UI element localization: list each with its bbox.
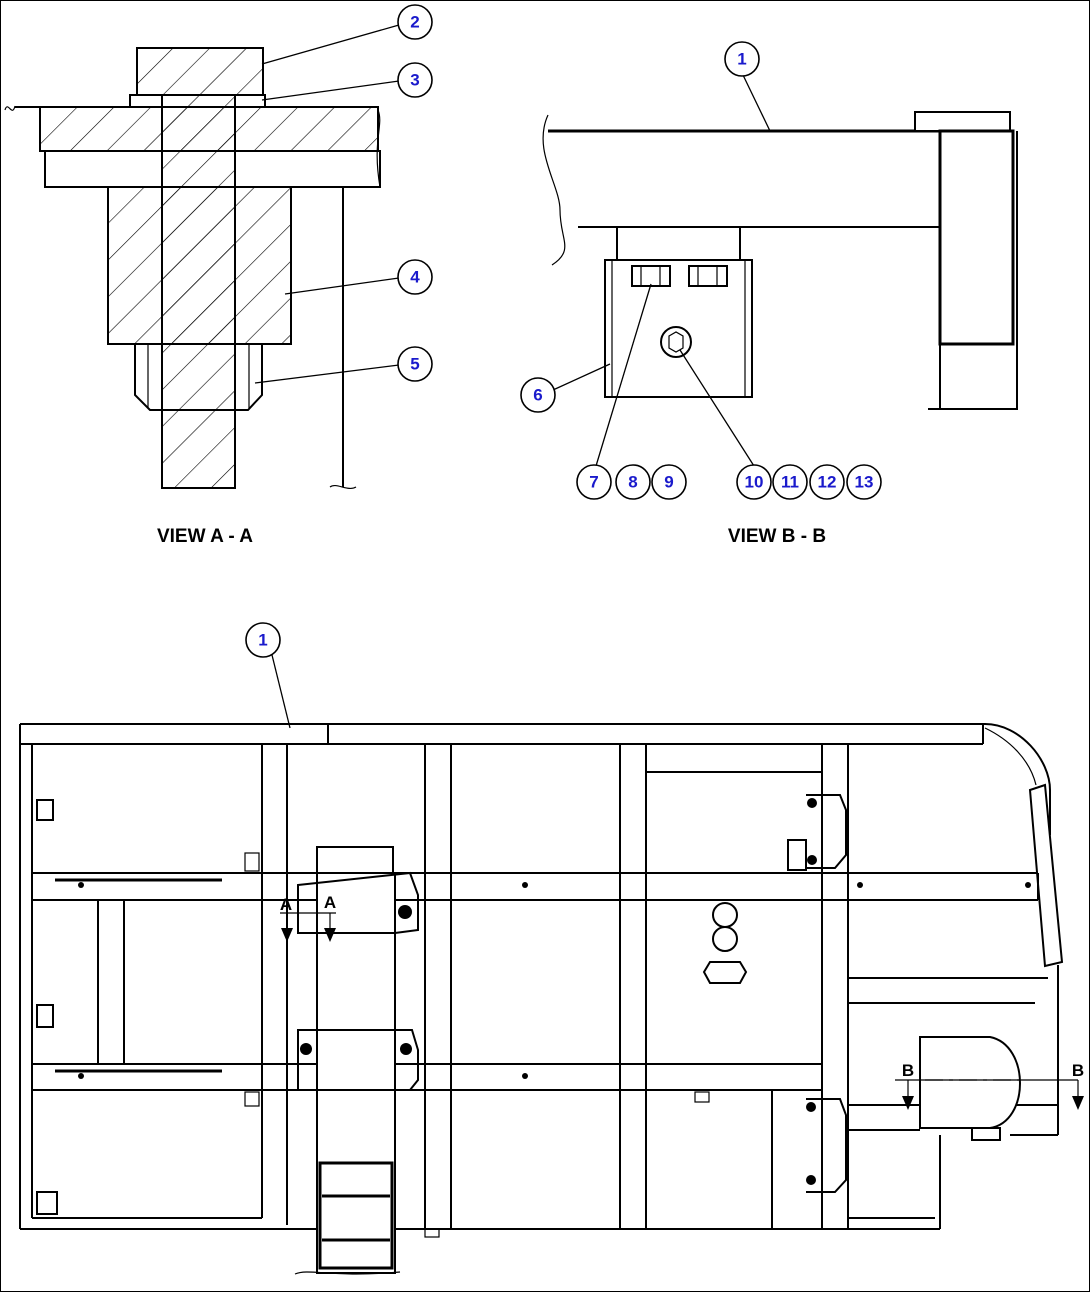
beam-cap	[914, 111, 1011, 132]
mount-bolt	[300, 1043, 312, 1055]
clamp-bolt	[807, 798, 817, 808]
svg-text:5: 5	[410, 355, 419, 374]
bolt-head	[136, 47, 264, 96]
callout-4[interactable]: 4	[397, 259, 433, 295]
clamp-bolt	[807, 855, 817, 865]
svg-text:12: 12	[818, 473, 837, 492]
view-a-section: VIEW A - A	[4, 24, 400, 547]
svg-text:10: 10	[745, 473, 764, 492]
callout-5[interactable]: 5	[397, 346, 433, 382]
center-beam	[316, 872, 396, 1274]
svg-text:9: 9	[664, 473, 673, 492]
callout-11[interactable]: 11	[772, 464, 808, 500]
callout-8[interactable]: 8	[615, 464, 651, 500]
view-a-title: VIEW A - A	[157, 526, 253, 547]
callout-9[interactable]: 9	[651, 464, 687, 500]
mount-bolt	[398, 905, 412, 919]
callout-12[interactable]: 12	[809, 464, 845, 500]
side-post	[938, 129, 1015, 346]
svg-text:3: 3	[410, 71, 419, 90]
svg-text:8: 8	[628, 473, 637, 492]
section-b-left-label: B	[902, 1061, 914, 1080]
callout-1[interactable]: 1	[724, 41, 760, 77]
svg-text:1: 1	[737, 50, 746, 69]
bolt-head-left	[631, 265, 671, 287]
callout-6[interactable]: 6	[520, 377, 556, 413]
callout-3[interactable]: 3	[397, 62, 433, 98]
callout-13[interactable]: 13	[846, 464, 882, 500]
bolt-head-right	[688, 265, 728, 287]
view-b-title: VIEW B - B	[728, 526, 826, 547]
svg-text:13: 13	[855, 473, 874, 492]
svg-text:2: 2	[410, 13, 419, 32]
mount-pad	[616, 226, 741, 261]
clamp-bolt	[806, 1175, 816, 1185]
grease-fitting	[660, 326, 692, 358]
section-b-right-label: B	[1072, 1061, 1084, 1080]
main-frame-view	[19, 654, 1084, 1275]
mount-bolt	[400, 1043, 412, 1055]
svg-text:1: 1	[258, 631, 267, 650]
svg-text:6: 6	[533, 386, 542, 405]
clamp-bolt	[806, 1102, 816, 1112]
callout-10[interactable]: 10	[736, 464, 772, 500]
section-a-left-label: A	[280, 895, 292, 914]
callout-2[interactable]: 2	[397, 4, 433, 40]
bracket-b	[919, 1036, 1021, 1129]
callout-7[interactable]: 7	[576, 464, 612, 500]
callout-1-main[interactable]: 1	[245, 622, 281, 658]
svg-text:7: 7	[589, 473, 598, 492]
view-b-section: VIEW B - B	[542, 74, 1018, 547]
section-a-right-label: A	[324, 893, 336, 912]
bolt-shank	[161, 94, 236, 489]
svg-text:4: 4	[410, 268, 420, 287]
svg-text:11: 11	[781, 473, 799, 492]
